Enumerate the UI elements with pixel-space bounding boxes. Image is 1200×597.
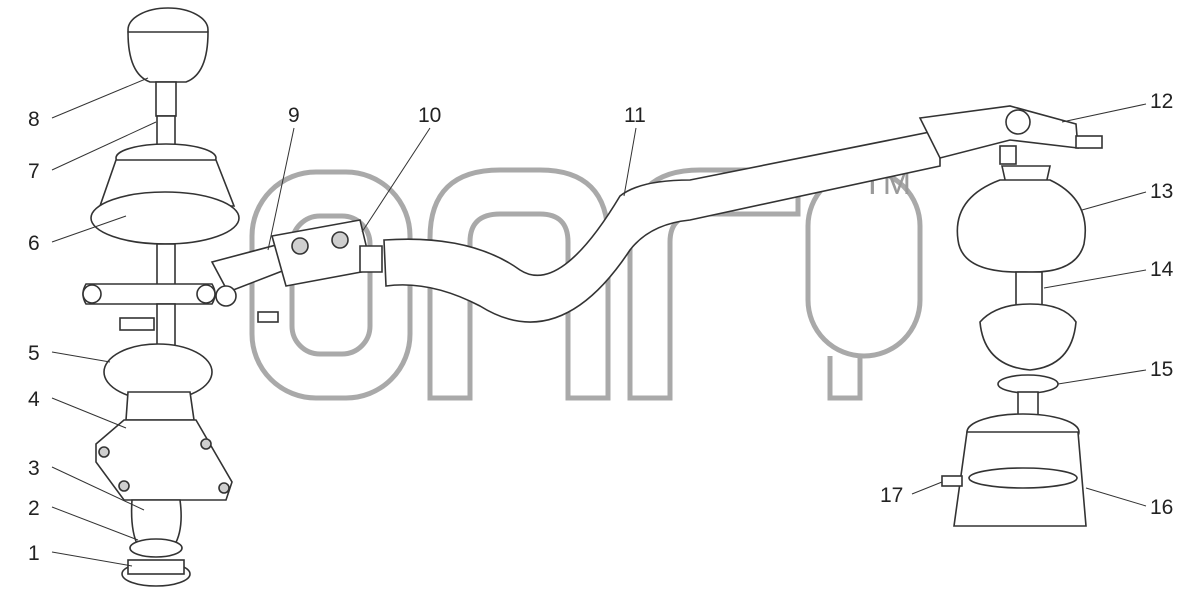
- callout-13: 13: [1150, 180, 1173, 203]
- leader-line-10: [361, 127, 431, 233]
- callout-labels: 1 2 3 4 5 6 7 8 9 10 11 12 13 14 15 16 1…: [28, 90, 1174, 565]
- callout-14: 14: [1150, 258, 1174, 281]
- left-shift-lever-assembly: [82, 7, 240, 587]
- leader-line-4: [51, 397, 127, 429]
- leader-line-2: [51, 506, 139, 541]
- leader-line-12: [1061, 103, 1147, 123]
- callout-11: 11: [624, 104, 646, 127]
- callout-12: 12: [1150, 90, 1173, 113]
- leader-line-6: [51, 215, 127, 243]
- leader-lines: [51, 77, 1147, 567]
- leader-line-3: [51, 466, 145, 511]
- callout-9: 9: [288, 104, 300, 127]
- connecting-rod: [210, 105, 1103, 323]
- callout-6: 6: [28, 232, 40, 255]
- right-shift-tower: [941, 165, 1087, 527]
- leader-line-1: [51, 551, 133, 567]
- leader-line-8: [51, 77, 149, 119]
- callout-5: 5: [28, 342, 40, 365]
- callout-1: 1: [28, 542, 40, 565]
- watermark-letter-4: [805, 167, 923, 401]
- leader-line-17: [911, 481, 943, 495]
- leader-line-14: [1043, 269, 1147, 289]
- callout-3: 3: [28, 457, 40, 480]
- leader-line-16: [1085, 487, 1147, 507]
- callout-4: 4: [28, 388, 40, 411]
- callout-10: 10: [418, 104, 441, 127]
- leader-line-13: [1081, 191, 1147, 211]
- callout-16: 16: [1150, 496, 1173, 519]
- callout-7: 7: [28, 160, 40, 183]
- leader-line-7: [51, 121, 157, 171]
- leader-line-11: [623, 127, 637, 197]
- leader-line-5: [51, 351, 111, 363]
- callout-17: 17: [880, 484, 903, 507]
- leader-line-15: [1057, 369, 1147, 385]
- callout-8: 8: [28, 108, 40, 131]
- leader-line-9: [267, 127, 295, 251]
- callout-15: 15: [1150, 358, 1173, 381]
- callout-2: 2: [28, 497, 40, 520]
